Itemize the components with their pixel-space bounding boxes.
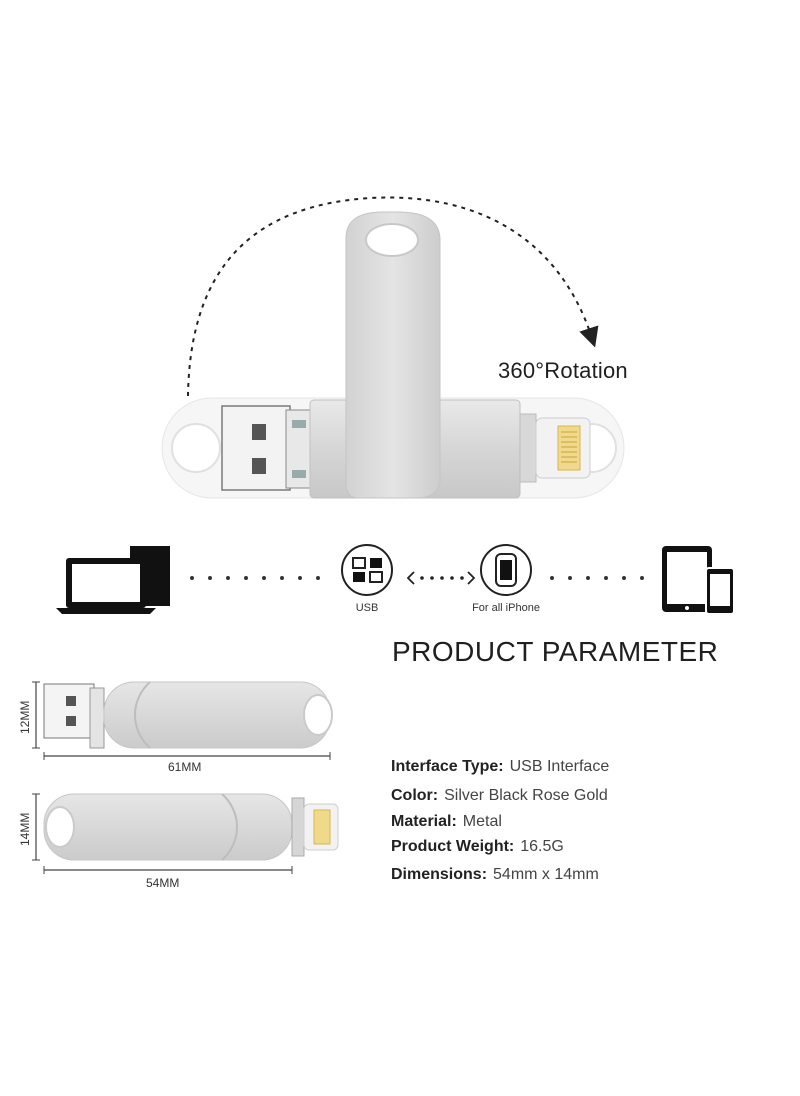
- spec-interface-type: Interface Type:USB Interface: [391, 758, 610, 775]
- connection-row: [56, 544, 735, 615]
- usb-length-label: 61MM: [168, 760, 202, 774]
- lightning-length-label: 54MM: [146, 876, 180, 890]
- lightning-side-drawing: [43, 793, 339, 861]
- iphone-label: For all iPhone: [472, 602, 540, 614]
- spec-dimensions: Dimensions:54mm x 14mm: [391, 866, 599, 883]
- hero-illustration: [161, 196, 625, 499]
- lightning-connector: [519, 413, 591, 483]
- section-title: PRODUCT PARAMETER: [392, 636, 719, 667]
- spec-material: Material:Metal: [391, 813, 502, 830]
- usb-port-icon: [341, 544, 393, 596]
- spec-weight: Product Weight:16.5G: [391, 838, 564, 855]
- usb-side-drawing: [43, 681, 333, 749]
- lightning-height-label: 14MM: [18, 812, 32, 846]
- laptop-icon: [56, 546, 170, 614]
- rotation-arc: [187, 196, 599, 397]
- usb-height-label: 12MM: [18, 700, 32, 734]
- usb-label: USB: [355, 602, 379, 614]
- usb-a-connector: [221, 405, 311, 491]
- bidirectional-arrow-icon: [406, 571, 476, 585]
- rotation-label: 360°Rotation: [498, 358, 628, 383]
- lightning-port-icon: [480, 544, 532, 596]
- tablet-phone-icon: [662, 546, 735, 615]
- swivel-cover-vertical: [345, 211, 441, 499]
- dimension-drawings: [32, 681, 339, 874]
- spec-color: Color:Silver Black Rose Gold: [391, 787, 608, 804]
